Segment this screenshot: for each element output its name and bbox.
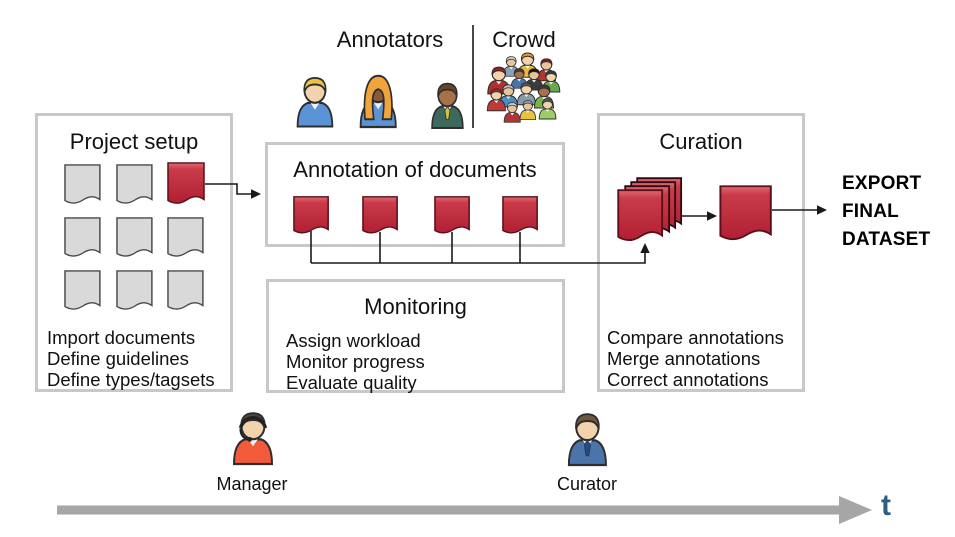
annotation-documents bbox=[293, 196, 538, 234]
annotated-document-icon bbox=[293, 196, 329, 234]
project-documents bbox=[64, 162, 205, 310]
curation-task: Correct annotations bbox=[607, 369, 769, 390]
selected-document-icon bbox=[167, 162, 205, 204]
document-stack-icon bbox=[617, 177, 683, 242]
curator-label: Curator bbox=[556, 474, 618, 494]
curation-to-export-arrow bbox=[772, 205, 827, 215]
document-icon bbox=[64, 217, 101, 257]
monitoring-title: Monitoring bbox=[364, 294, 467, 319]
annotator-woman-icon bbox=[359, 74, 397, 129]
annotation-to-curation-connector bbox=[310, 231, 650, 264]
annotated-document-icon bbox=[434, 196, 470, 234]
document-icon bbox=[167, 217, 204, 257]
document-icon bbox=[116, 164, 153, 204]
manager-icon bbox=[232, 412, 274, 466]
annotated-document-icon bbox=[362, 196, 398, 234]
annotation-title: Annotation of documents bbox=[293, 157, 537, 182]
project-setup-title: Project setup bbox=[69, 129, 199, 154]
project-setup-task: Import documents bbox=[47, 327, 196, 348]
monitoring-task: Assign workload bbox=[286, 330, 421, 351]
monitoring-task: Monitor progress bbox=[286, 351, 425, 372]
curation-task: Compare annotations bbox=[607, 327, 784, 348]
annotators-label: Annotators bbox=[336, 27, 444, 52]
monitoring-task: Evaluate quality bbox=[286, 372, 417, 393]
crowd-icon bbox=[486, 52, 561, 123]
document-icon bbox=[116, 217, 153, 257]
curator-icon bbox=[567, 413, 608, 467]
annotated-document-icon bbox=[502, 196, 538, 234]
document-icon bbox=[64, 164, 101, 204]
curation-title: Curation bbox=[659, 129, 743, 154]
project-setup-task: Define types/tagsets bbox=[47, 369, 215, 390]
crowd-label: Crowd bbox=[492, 27, 556, 52]
document-icon bbox=[64, 270, 101, 310]
monitoring-box: Monitoring Assign workload Monitor progr… bbox=[266, 279, 565, 393]
annotation-box: Annotation of documents bbox=[265, 142, 565, 247]
export-final-dataset-label: EXPORT FINAL DATASET bbox=[842, 173, 931, 250]
curation-box: Curation Compare annotations Merge annot… bbox=[597, 113, 805, 392]
stack-to-merged-arrow bbox=[681, 211, 717, 221]
annotator-man-icon bbox=[296, 76, 334, 128]
project-setup-task: Define guidelines bbox=[47, 348, 189, 369]
time-axis-arrow bbox=[57, 496, 872, 524]
project-to-annotation-arrow bbox=[205, 183, 261, 199]
document-icon bbox=[116, 270, 153, 310]
document-icon bbox=[167, 270, 204, 310]
annotator-tie-man-icon bbox=[431, 82, 464, 129]
time-axis-label: t bbox=[881, 489, 891, 522]
manager-label: Manager bbox=[216, 474, 288, 494]
curation-task: Merge annotations bbox=[607, 348, 761, 369]
curated-document-icon bbox=[719, 185, 772, 241]
